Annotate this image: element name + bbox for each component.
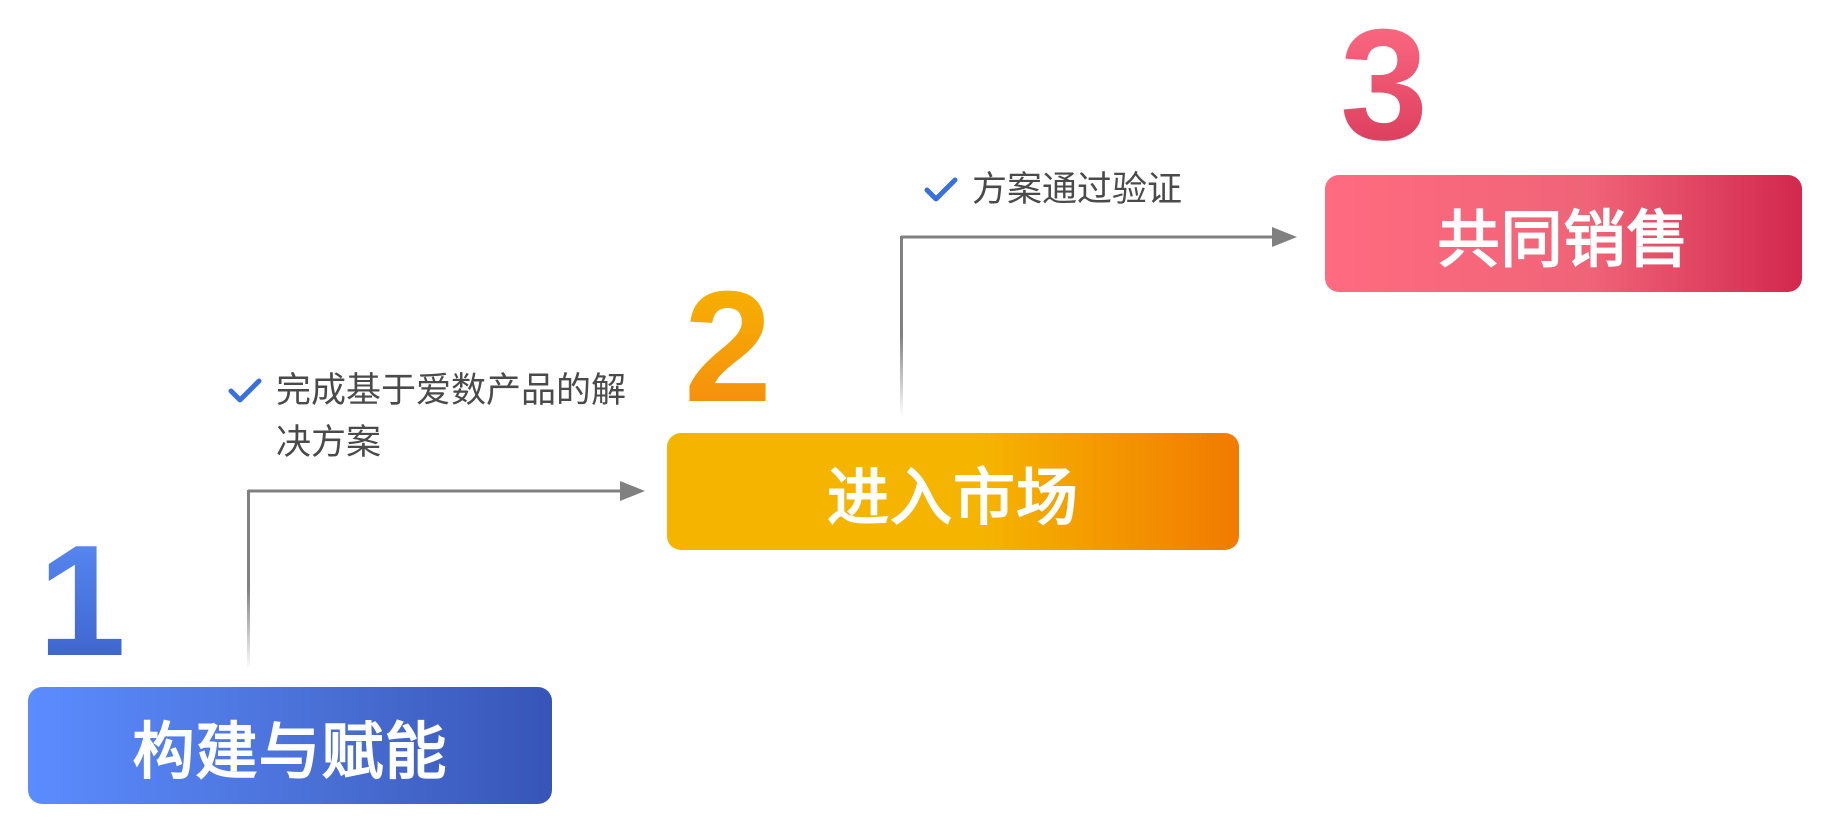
step-number-2: 2 [684, 259, 772, 435]
condition-2-text: 方案通过验证 [972, 170, 1183, 210]
step-box-co-selling: 共同销售 [1325, 175, 1802, 292]
step-number-3: 3 [1340, 0, 1428, 173]
arrowhead-icon [620, 481, 645, 501]
step-label-2: 进入市场 [826, 460, 1079, 534]
checkmark-icon [924, 164, 960, 216]
connector-step2-to-step3 [900, 227, 1297, 416]
condition-2: 方案通过验证 [924, 164, 1264, 216]
step-number-1: 1 [38, 513, 126, 689]
condition-1-text: 完成基于爱数产品的解决方案 [276, 371, 627, 463]
step-label-1: 构建与赋能 [132, 714, 448, 788]
checkmark-icon [228, 365, 264, 417]
connector-step1-to-step2 [247, 481, 645, 670]
condition-1: 完成基于爱数产品的解决方案 [228, 365, 648, 469]
step-box-enter-market: 进入市场 [667, 433, 1239, 550]
step-label-3: 共同销售 [1437, 202, 1690, 276]
arrowhead-icon [1272, 227, 1297, 247]
step-box-build-and-enable: 构建与赋能 [28, 687, 552, 804]
